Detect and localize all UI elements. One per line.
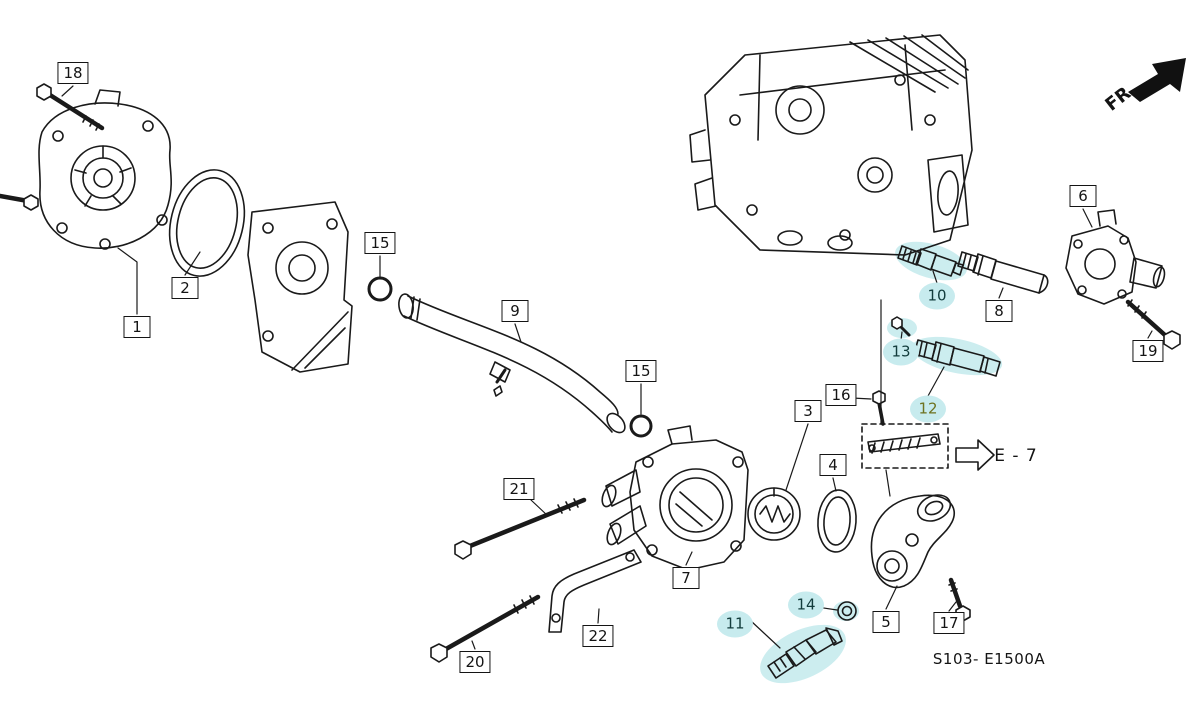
callout-8[interactable]: 8 [985,300,1013,322]
callout-1[interactable]: 1 [123,316,151,338]
callout-2[interactable]: 2 [171,277,199,299]
callout-20[interactable]: 20 [459,651,491,673]
block-fragment [247,201,353,373]
callout-19[interactable]: 19 [1132,340,1164,362]
bolt-21 [454,497,587,560]
water-pipe [398,293,626,434]
water-pump [38,89,172,250]
outlet-housing-6 [1065,209,1166,305]
callout-4[interactable]: 4 [819,454,847,476]
thermostat-housing [601,425,749,571]
sensor-12 [913,339,1001,377]
callout-15-a[interactable]: 15 [364,232,396,254]
bracket-22 [548,549,642,633]
pump-gasket [168,169,246,277]
diagram-code: S103- E1500A [932,650,1046,668]
o-ring-15a [367,276,393,302]
bolt-20 [430,594,541,663]
edge-stud [0,193,39,211]
callout-7[interactable]: 7 [672,567,700,589]
callout-15-b[interactable]: 15 [625,360,657,382]
callout-10[interactable]: 10 [919,282,955,310]
sensor-10 [897,245,964,277]
callout-5[interactable]: 5 [872,611,900,633]
bolt-19 [1125,299,1181,350]
thermostat [747,487,801,541]
bolt-18 [36,83,105,131]
callout-21[interactable]: 21 [503,478,535,500]
clip-13 [891,316,911,337]
washer-14 [837,601,857,621]
engine-block [689,34,973,256]
e7-reference [861,423,995,471]
callout-16[interactable]: 16 [825,384,857,406]
sensor-8 [957,251,1049,294]
callout-12[interactable]: 12 [910,395,946,423]
callout-14[interactable]: 14 [788,591,824,619]
fr-arrow-icon [1128,58,1186,102]
callout-6[interactable]: 6 [1069,185,1097,207]
thermostat-gasket [817,489,857,553]
sensor-11 [767,627,843,679]
callout-22[interactable]: 22 [582,625,614,647]
callout-9[interactable]: 9 [501,300,529,322]
callout-11[interactable]: 11 [717,610,753,638]
o-ring-15b [629,414,653,438]
callout-13[interactable]: 13 [883,338,919,366]
water-outlet [870,494,955,589]
callout-3[interactable]: 3 [794,400,822,422]
e7-reference-label: E - 7 [994,446,1038,466]
leader-lines [61,85,1153,650]
callout-18[interactable]: 18 [57,62,89,84]
bolt-16 [872,390,886,426]
callout-17[interactable]: 17 [933,612,965,634]
